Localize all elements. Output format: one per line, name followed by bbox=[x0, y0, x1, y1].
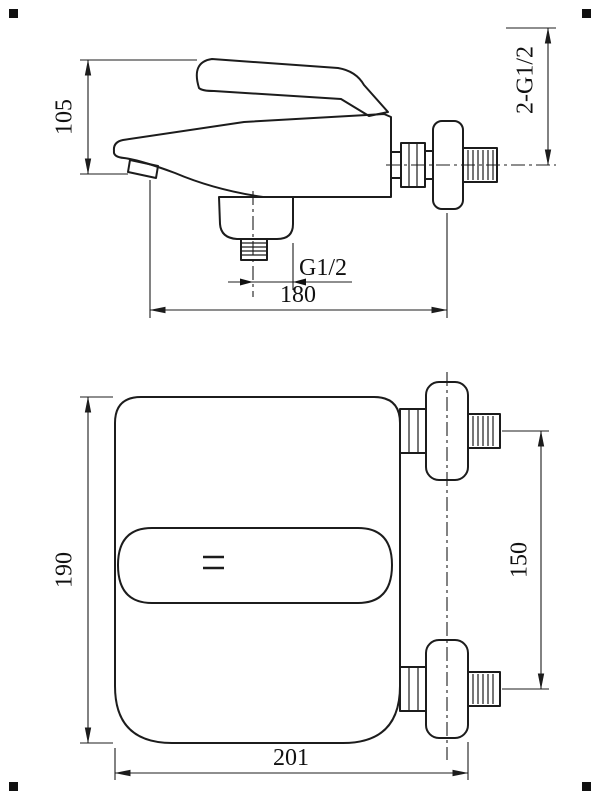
hex-nut bbox=[399, 408, 427, 454]
faucet-body-spout bbox=[112, 113, 392, 198]
dim-150: 150 bbox=[502, 430, 549, 690]
threaded-nipple bbox=[467, 413, 501, 449]
dim-label-180: 180 bbox=[280, 282, 316, 308]
dim-label-150: 150 bbox=[507, 542, 533, 578]
dim-180: 180 bbox=[149, 180, 448, 318]
corner-marks bbox=[9, 9, 591, 791]
dim-label-190: 190 bbox=[52, 552, 78, 588]
shower-thread-stub bbox=[240, 238, 268, 261]
handle-front bbox=[117, 527, 393, 604]
faucet-body-front bbox=[114, 396, 401, 744]
dim-201: 201 bbox=[114, 742, 469, 780]
dim-label-2-g12: 2-G1/2 bbox=[513, 46, 539, 114]
dim-label-g12: G1/2 bbox=[299, 255, 347, 281]
wall-connection-front bbox=[399, 381, 501, 481]
dim-g12: G1/2 bbox=[228, 243, 352, 290]
dim-190: 190 bbox=[52, 396, 113, 744]
dim-label-105: 105 bbox=[52, 99, 78, 135]
handle-equal-mark bbox=[203, 555, 224, 570]
dim-2-g12: 2-G1/2 bbox=[506, 27, 556, 166]
shower-outlet bbox=[218, 196, 294, 261]
side-view: 105 2-G1/2 G1/2 180 bbox=[52, 27, 556, 318]
dim-label-201: 201 bbox=[273, 745, 309, 771]
dim-105: 105 bbox=[52, 59, 197, 175]
lever-handle bbox=[195, 58, 389, 117]
aerator bbox=[127, 159, 159, 179]
front-view: 190 150 201 bbox=[52, 372, 549, 780]
